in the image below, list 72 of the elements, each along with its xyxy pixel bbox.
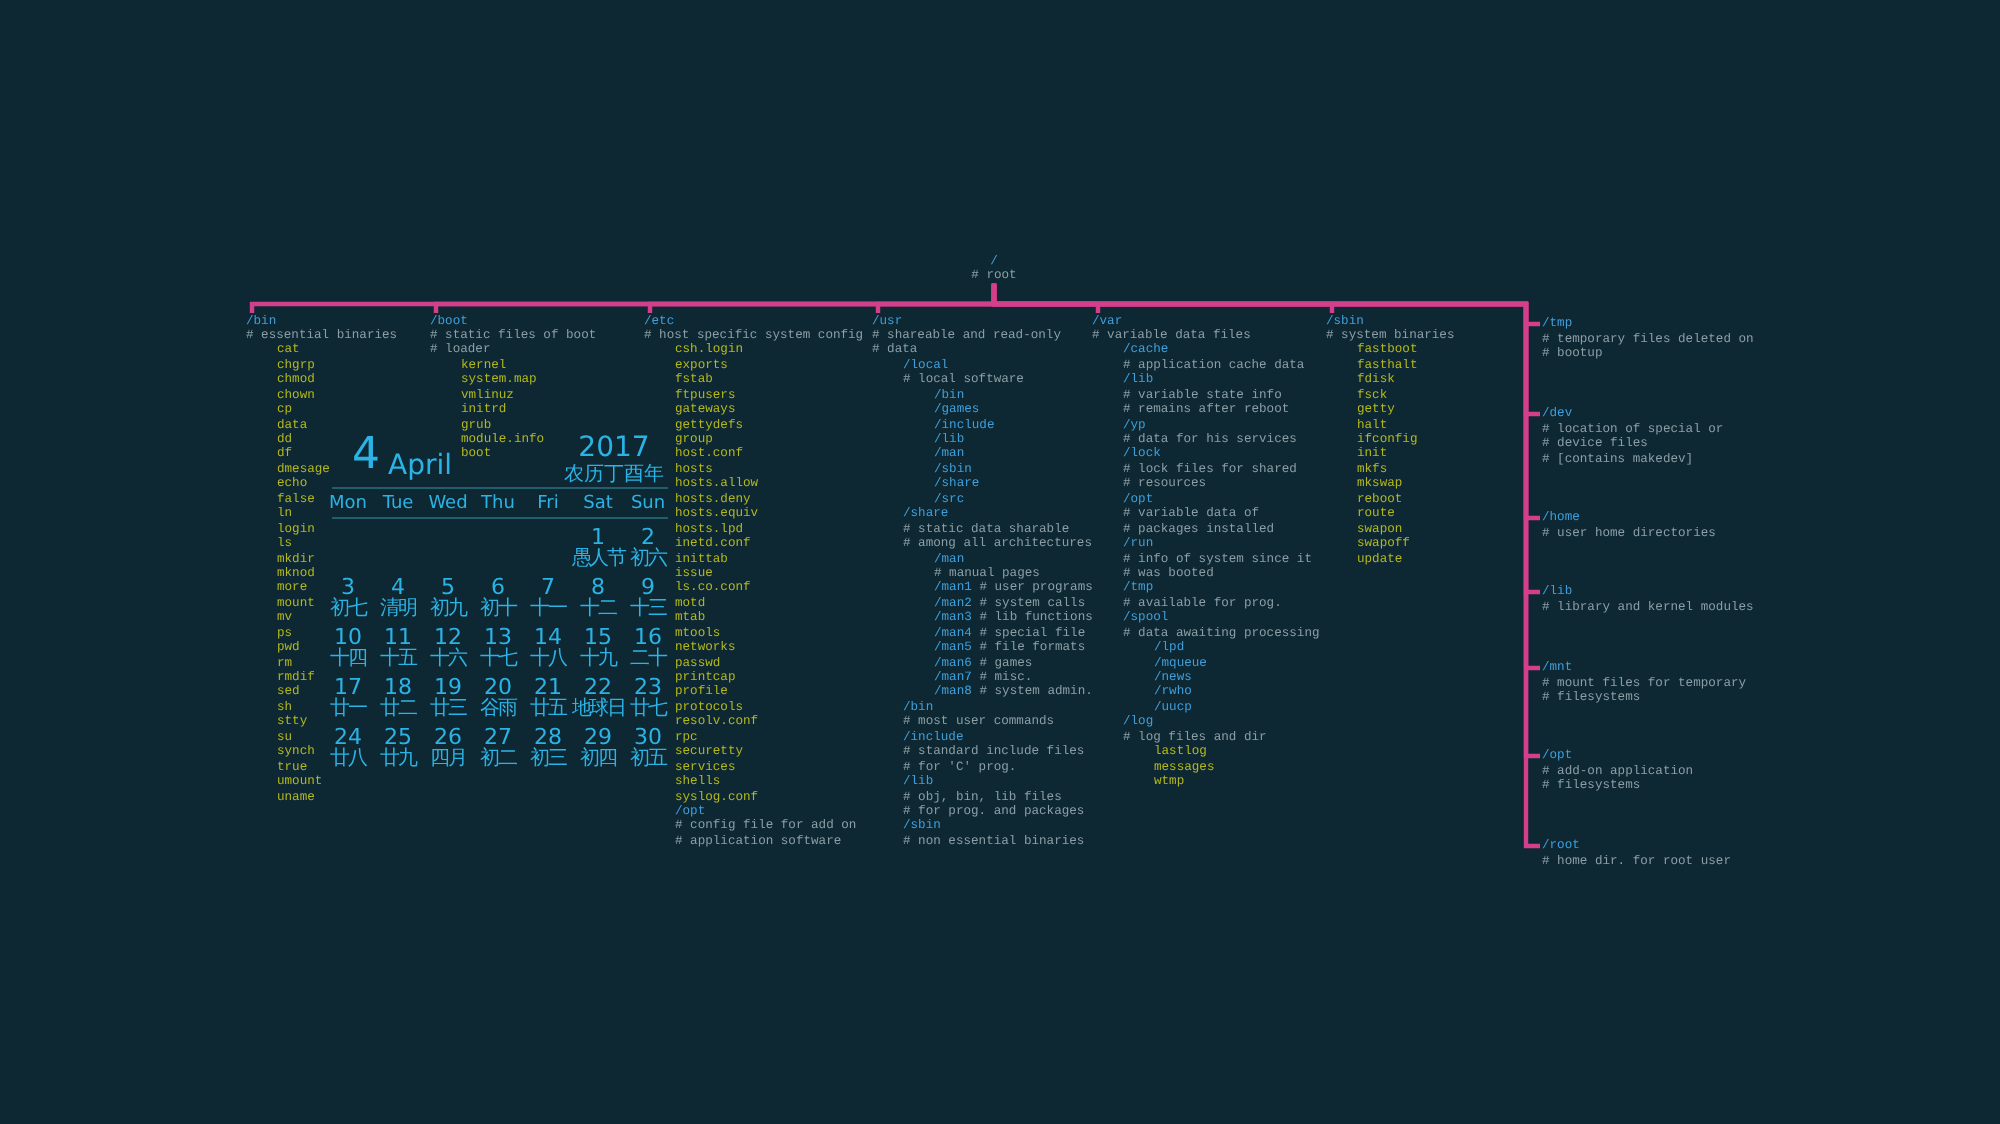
weekday-label: Fri <box>537 495 559 513</box>
weekday-label: Mon <box>329 495 367 513</box>
calendar-date: 21 <box>534 676 562 698</box>
lunar-date: 廿七 <box>630 700 666 720</box>
calendar-date: 3 <box>341 576 355 598</box>
calendar-date: 20 <box>484 676 512 698</box>
calendar-date: 13 <box>484 626 512 648</box>
calendar-date: 12 <box>434 626 462 648</box>
calendar-date: 22 <box>584 676 612 698</box>
calendar-date: 29 <box>584 726 612 748</box>
lunar-date: 初三 <box>530 750 566 770</box>
calendar-date: 19 <box>434 676 462 698</box>
calendar-date: 30 <box>634 726 662 748</box>
lunar-date: 廿八 <box>330 750 366 770</box>
weekday-label: Sun <box>630 495 666 513</box>
lunar-date: 十五 <box>380 650 416 670</box>
lunar-date: 初七 <box>330 600 366 620</box>
lunar-date: 初九 <box>430 600 466 620</box>
lunar-date: 四月 <box>430 750 466 770</box>
lunar-date: 二十 <box>630 650 666 670</box>
calendar-date: 4 <box>391 576 405 598</box>
lunar-date: 谷雨 <box>480 700 516 720</box>
lunar-date: 地球日 <box>571 700 625 720</box>
lunar-date: 初五 <box>630 750 666 770</box>
lunar-date: 十四 <box>330 650 366 670</box>
lunar-date: 十九 <box>580 650 616 670</box>
tree-connector <box>991 283 1540 849</box>
year-label: 2017 <box>578 434 650 462</box>
lunar-date: 廿九 <box>380 750 416 770</box>
lunar-date: 清明 <box>380 600 416 620</box>
lunar-date: 廿五 <box>530 700 566 720</box>
calendar-date: 25 <box>384 726 412 748</box>
lunar-date: 愚人节 <box>571 550 625 570</box>
lunar-date: 初二 <box>480 750 516 770</box>
weekday-label: Sat <box>583 495 613 513</box>
lunar-date: 十三 <box>630 600 666 620</box>
calendar-date: 2 <box>641 526 655 548</box>
calendar-date: 18 <box>384 676 412 698</box>
weekday-label: Wed <box>428 495 468 513</box>
calendar-date: 15 <box>584 626 612 648</box>
calendar-date: 17 <box>334 676 362 698</box>
calendar-date: 14 <box>534 626 562 648</box>
lunar-date: 十六 <box>430 650 466 670</box>
lunar-date: 十二 <box>580 600 616 620</box>
calendar-date: 7 <box>541 576 555 598</box>
weekday-label: Tue <box>382 495 414 513</box>
calendar-date: 6 <box>491 576 505 598</box>
lunar-date: 廿一 <box>330 700 366 720</box>
weekday-label: Thu <box>481 495 515 513</box>
calendar-date: 24 <box>334 726 362 748</box>
day-number: 4 <box>352 434 380 478</box>
calendar-date: 28 <box>534 726 562 748</box>
calendar-date: 1 <box>591 526 605 548</box>
calendar-date: 8 <box>591 576 605 598</box>
calendar-date: 16 <box>634 626 662 648</box>
lunar-date: 廿三 <box>430 700 466 720</box>
lunar-date: 廿二 <box>380 700 416 720</box>
calendar-date: 11 <box>384 626 412 648</box>
lunar-date: 十一 <box>530 600 566 620</box>
lunar-date: 十八 <box>530 650 566 670</box>
calendar-date: 27 <box>484 726 512 748</box>
lunar-date: 初四 <box>580 750 616 770</box>
calendar-date: 26 <box>434 726 462 748</box>
calendar-date: 10 <box>334 626 362 648</box>
lunar-date: 十七 <box>480 650 516 670</box>
lunar-date: 初六 <box>630 550 666 570</box>
calendar-date: 9 <box>641 576 655 598</box>
calendar-date: 23 <box>634 676 662 698</box>
month-label: April <box>388 452 452 480</box>
lunar-date: 初十 <box>480 600 516 620</box>
lunar-year-label: 农历丁酉年 <box>564 466 664 486</box>
calendar-date: 5 <box>441 576 455 598</box>
